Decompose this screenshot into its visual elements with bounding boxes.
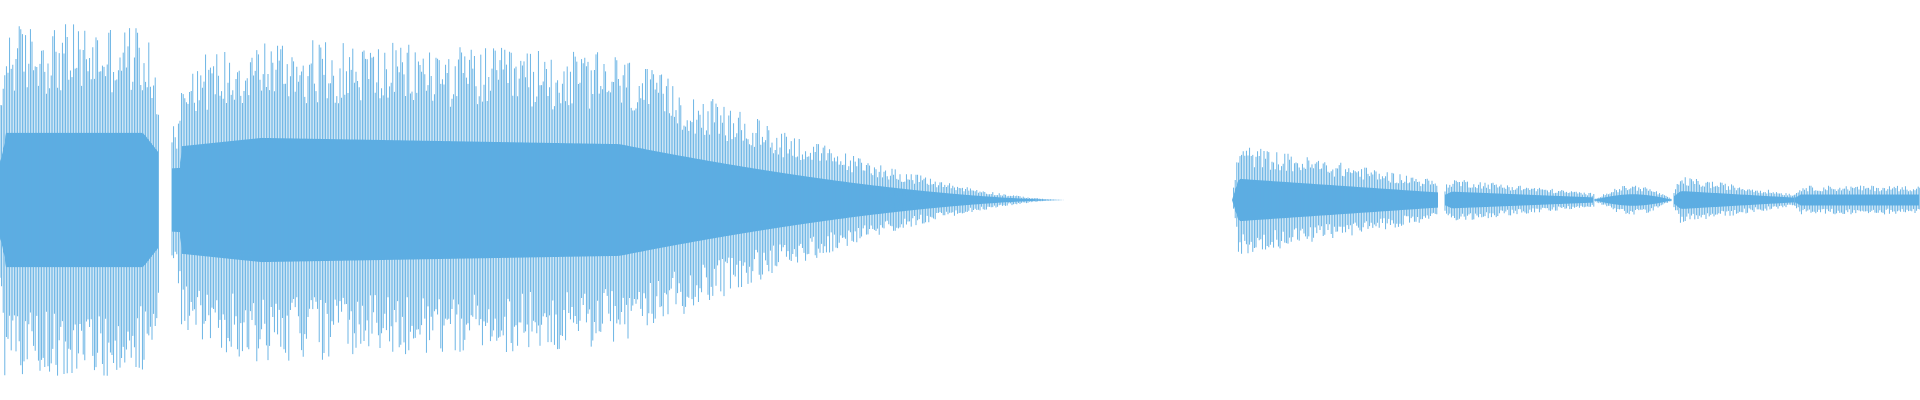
waveform-core [1594,194,1672,206]
waveform-oscillation [1794,185,1920,215]
waveform-oscillation [171,40,1064,362]
waveform-segment-5 [1593,185,1672,215]
waveform-oscillation [1233,147,1438,254]
waveform-segment-6 [1673,177,1795,223]
waveform-segment-1 [0,24,159,376]
waveform-segment-7 [1794,185,1920,215]
waveform-oscillation [1444,180,1595,221]
waveform-oscillation [1593,185,1672,215]
waveform-segments [0,24,1920,376]
waveform-oscillation [0,24,159,376]
waveform-segment-3 [1232,147,1438,254]
waveform-oscillation [1673,177,1795,223]
waveform-segment-2 [171,40,1066,362]
waveform-core [172,137,1066,263]
waveform-segment-4 [1444,180,1595,221]
waveform-core [1232,178,1438,222]
